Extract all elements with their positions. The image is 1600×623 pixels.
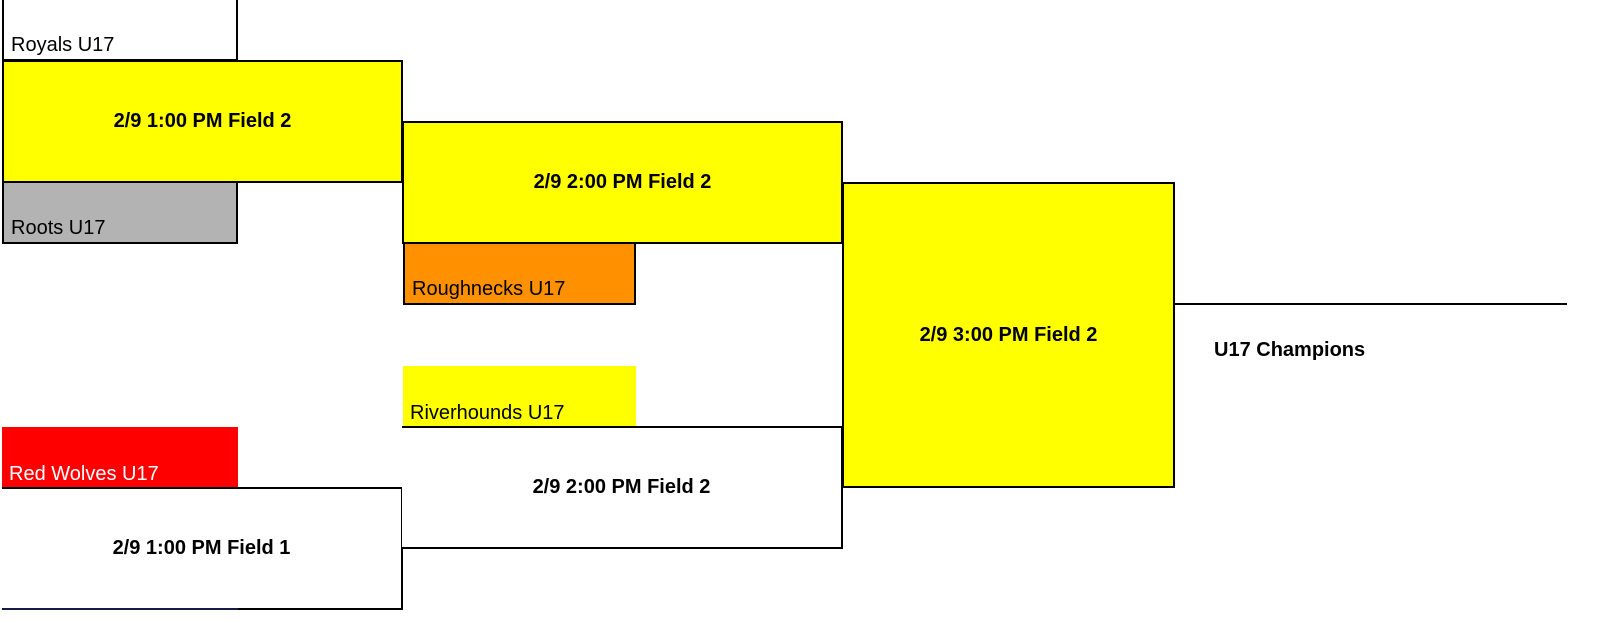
- team-name: Riverhounds U17: [410, 402, 565, 424]
- champion-line: [1175, 303, 1567, 305]
- team-roots: Roots U17: [2, 183, 238, 244]
- team-name: Roughnecks U17: [412, 278, 566, 300]
- match-final: 2/9 3:00 PM Field 2: [842, 182, 1175, 488]
- match-round2-bottom: 2/9 2:00 PM Field 2: [402, 426, 843, 549]
- match-time-field: 2/9 1:00 PM Field 2: [113, 110, 292, 132]
- team-royals: Royals U17: [2, 0, 238, 61]
- match-time-field: 2/9 1:00 PM Field 1: [112, 537, 291, 559]
- team-name: Royals U17: [11, 34, 115, 56]
- bracket-bottom-line: [2, 608, 238, 610]
- match-time-field: 2/9 2:00 PM Field 2: [533, 171, 712, 193]
- match-time-field: 2/9 3:00 PM Field 2: [919, 323, 1098, 346]
- champion-label: U17 Champions: [1214, 339, 1366, 361]
- team-name: Red Wolves U17: [9, 463, 159, 485]
- team-riverhounds: Riverhounds U17: [403, 366, 636, 427]
- match-round2-top: 2/9 2:00 PM Field 2: [402, 121, 843, 244]
- team-roughnecks: Roughnecks U17: [403, 244, 636, 305]
- team-name: Roots U17: [11, 217, 106, 239]
- match-round1-top: 2/9 1:00 PM Field 2: [2, 60, 403, 183]
- match-round1-bottom: 2/9 1:00 PM Field 1: [2, 487, 403, 610]
- match-time-field: 2/9 2:00 PM Field 2: [532, 476, 711, 498]
- team-red-wolves: Red Wolves U17: [2, 427, 238, 488]
